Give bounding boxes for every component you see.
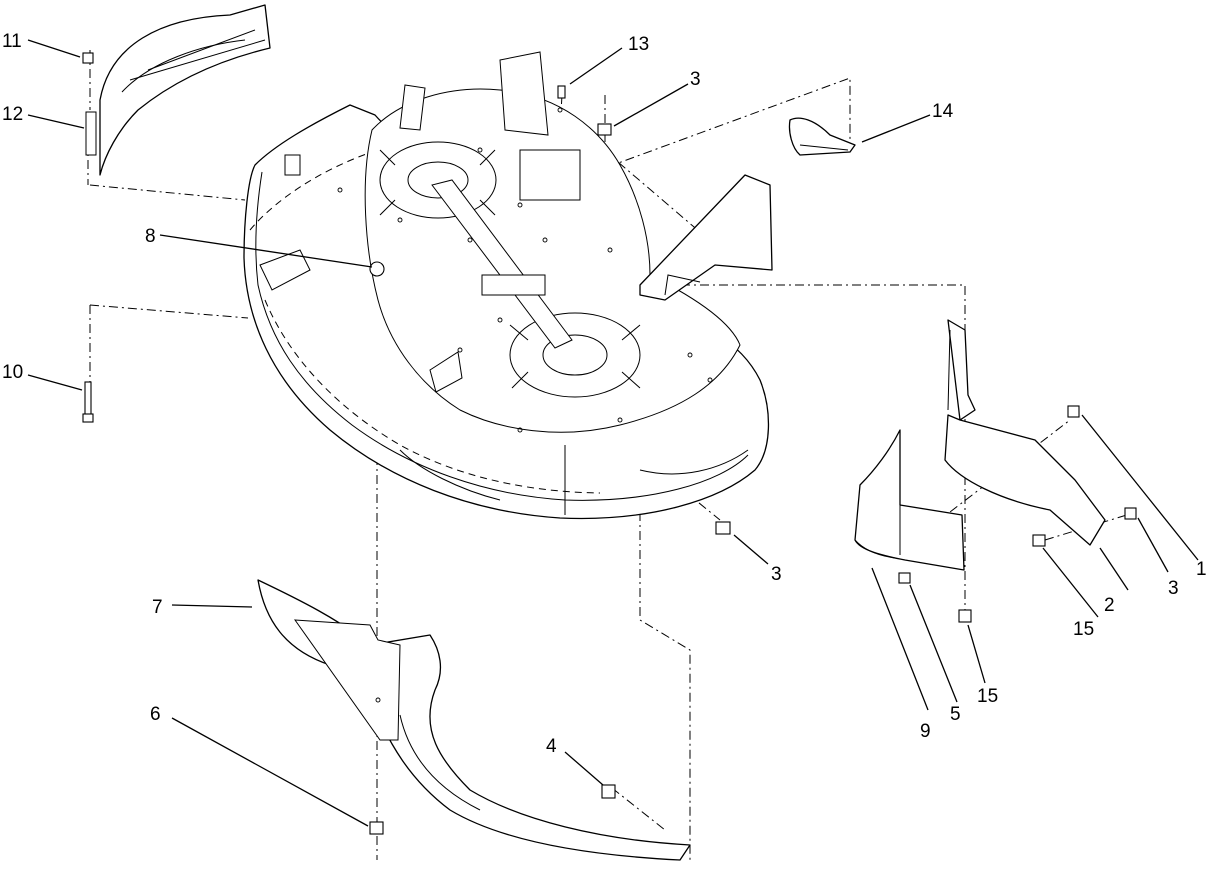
hardware-3-right	[1124, 507, 1137, 520]
callout-13: 13	[628, 34, 649, 55]
hardware-8	[369, 261, 385, 277]
hardware-1	[1067, 405, 1080, 418]
callout-2: 2	[1104, 595, 1115, 616]
hardware-4	[601, 784, 616, 799]
mower-deck	[243, 51, 770, 520]
callout-3-mid: 3	[771, 564, 782, 585]
deck-holes	[337, 107, 713, 433]
callout-14: 14	[932, 101, 954, 122]
hardware-3-top	[597, 123, 612, 136]
baffle-part-7	[257, 579, 691, 861]
callout-10: 10	[2, 362, 23, 383]
hardware-6	[369, 821, 384, 835]
hardware-11	[82, 52, 94, 64]
callout-1: 1	[1196, 559, 1207, 580]
discharge-chute	[85, 4, 271, 176]
deflector-part-14	[788, 117, 856, 156]
callout-15-right: 15	[1073, 619, 1094, 640]
hardware-13	[557, 85, 566, 99]
hardware-15-lower	[958, 609, 972, 623]
side-baffle	[944, 319, 1106, 546]
hardware-5	[898, 572, 911, 584]
callout-11: 11	[2, 31, 22, 52]
callouts: 11 12 8 10 7 6 13 3 14 3 4 1 2 3 15 9 5 …	[2, 31, 1207, 757]
callout-12: 12	[2, 104, 23, 125]
hardware	[82, 52, 1137, 835]
callout-5: 5	[950, 704, 961, 725]
leader-lines	[27, 39, 1199, 827]
hardware-10-head	[82, 413, 94, 423]
chute-plate-part-9	[854, 429, 965, 571]
callout-7: 7	[152, 597, 163, 618]
callout-6: 6	[150, 704, 161, 725]
callout-9: 9	[920, 721, 931, 742]
callout-15-lower: 15	[977, 686, 998, 707]
callout-3-top: 3	[690, 69, 701, 90]
hardware-15-right	[1032, 534, 1046, 547]
hardware-3-mid	[715, 521, 731, 535]
baffle-bracket	[639, 174, 773, 301]
hardware-10-shank	[84, 381, 92, 417]
callout-4: 4	[546, 736, 557, 757]
callout-8: 8	[145, 226, 156, 247]
callout-3-right: 3	[1168, 578, 1179, 599]
